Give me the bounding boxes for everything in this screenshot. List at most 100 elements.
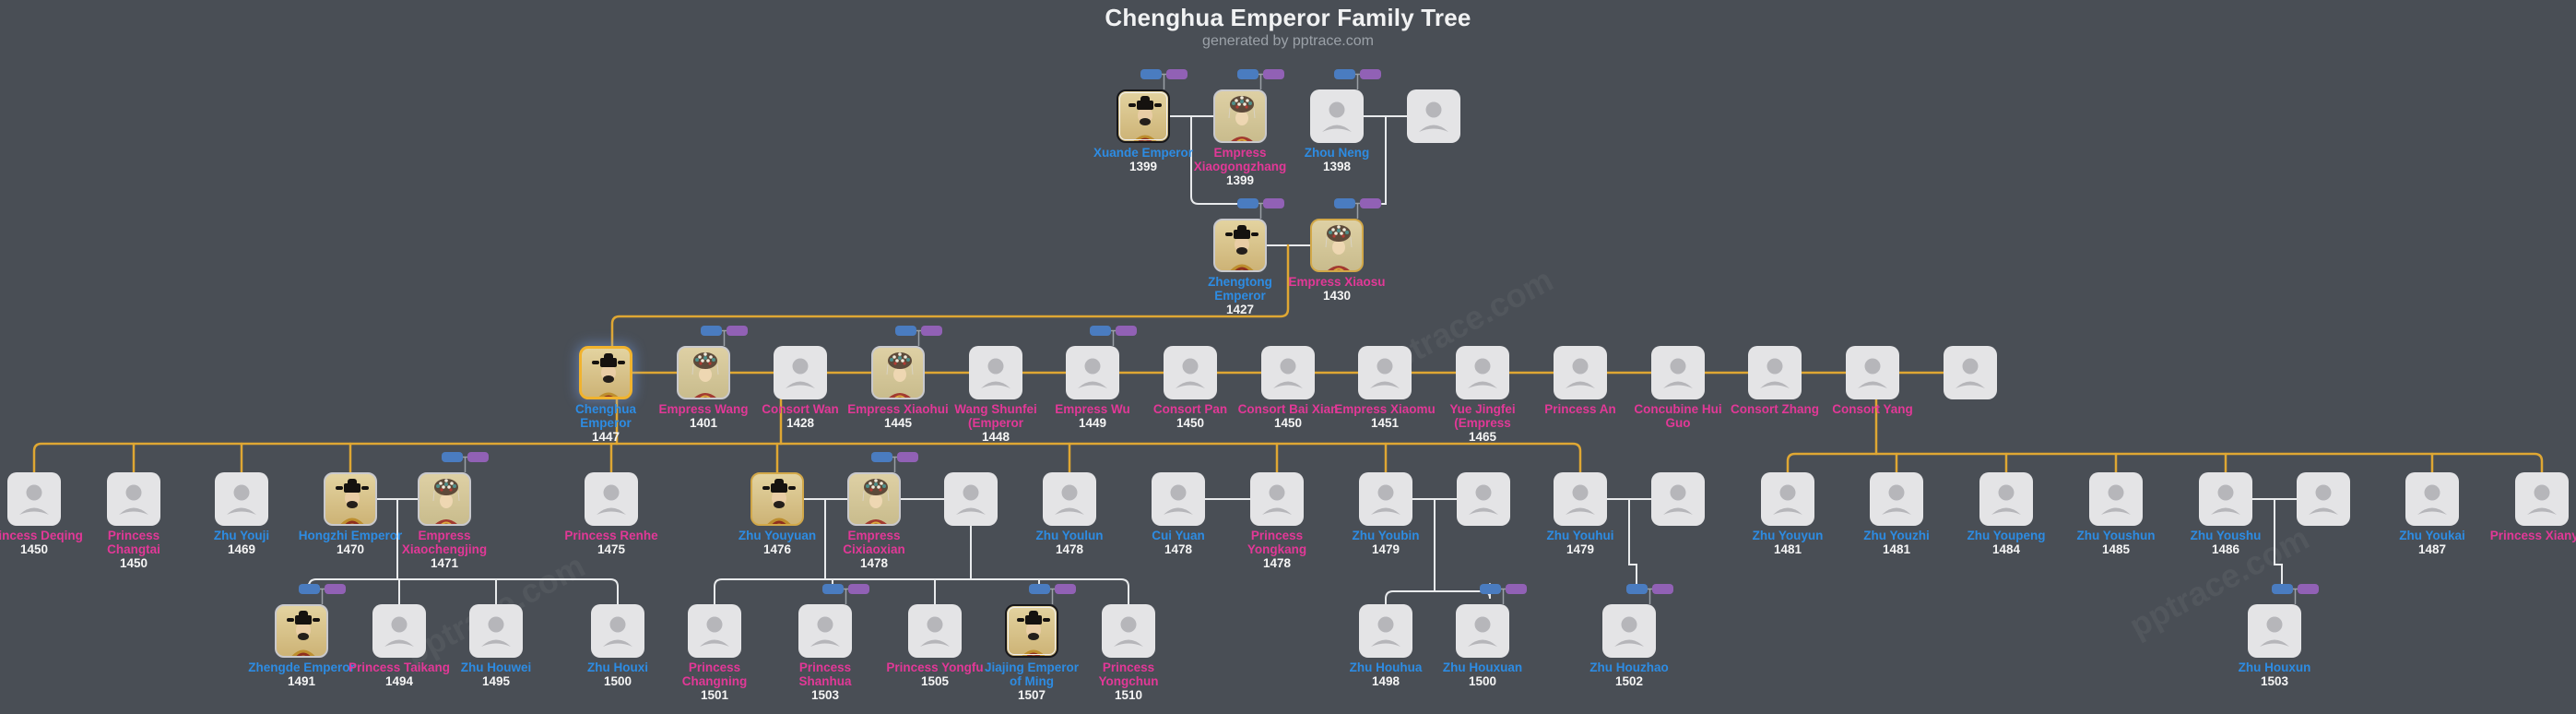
- father-pill[interactable]: [1140, 69, 1162, 79]
- person-node-houhua[interactable]: [1359, 604, 1412, 658]
- father-pill[interactable]: [1237, 69, 1258, 79]
- person-node-yue-jingfei[interactable]: [1456, 346, 1509, 399]
- avatar-placeholder: [1944, 346, 1997, 399]
- collapsed-parents-xiaochengjing: [442, 452, 489, 472]
- person-node-xuande[interactable]: [1117, 89, 1170, 143]
- father-pill[interactable]: [1090, 326, 1111, 336]
- person-node-jiajing[interactable]: [1005, 604, 1058, 658]
- father-pill[interactable]: [1237, 198, 1258, 208]
- person-node-xiaohui[interactable]: [871, 346, 925, 399]
- mother-pill[interactable]: [848, 584, 869, 594]
- person-node-youpeng[interactable]: [1979, 472, 2033, 526]
- person-node-xiaomu[interactable]: [1358, 346, 1412, 399]
- person-node-houxun[interactable]: [2248, 604, 2301, 658]
- person-node-wang-shunfei[interactable]: [969, 346, 1022, 399]
- birth-year: 1469: [227, 542, 256, 556]
- person-node-princess-an[interactable]: [1554, 346, 1607, 399]
- father-pill[interactable]: [442, 452, 463, 462]
- person-node-taikang[interactable]: [372, 604, 426, 658]
- person-node-youji[interactable]: [215, 472, 268, 526]
- father-pill[interactable]: [822, 584, 844, 594]
- person-node-yongchun[interactable]: [1102, 604, 1155, 658]
- mother-pill[interactable]: [897, 452, 918, 462]
- mother-pill[interactable]: [1263, 198, 1284, 208]
- person-node-deqing[interactable]: [7, 472, 61, 526]
- person-node-yongkang[interactable]: [1250, 472, 1304, 526]
- mother-pill[interactable]: [1652, 584, 1673, 594]
- person-node-empress-wang[interactable]: [677, 346, 730, 399]
- person-node-hui-guo[interactable]: [1651, 346, 1705, 399]
- person-node-youhui[interactable]: [1554, 472, 1607, 526]
- person-node-r3-spouse[interactable]: [1944, 346, 1997, 399]
- mother-pill[interactable]: [1166, 69, 1188, 79]
- person-node-zhengde[interactable]: [275, 604, 328, 658]
- person-node-r1-spouse[interactable]: [1407, 89, 1460, 143]
- person-node-consort-wan[interactable]: [774, 346, 827, 399]
- person-node-consort-yang[interactable]: [1846, 346, 1899, 399]
- mother-pill[interactable]: [2298, 584, 2319, 594]
- person-node-zhengtong[interactable]: [1213, 219, 1267, 272]
- father-pill[interactable]: [895, 326, 916, 336]
- person-node-cui-yuan[interactable]: [1152, 472, 1205, 526]
- person-node-r4-sp4[interactable]: [2297, 472, 2350, 526]
- father-pill[interactable]: [1334, 198, 1355, 208]
- mother-pill[interactable]: [325, 584, 346, 594]
- person-node-chenghua[interactable]: [579, 346, 632, 399]
- person-node-hongzhi[interactable]: [324, 472, 377, 526]
- person-node-youkai[interactable]: [2405, 472, 2459, 526]
- mother-pill[interactable]: [1506, 584, 1527, 594]
- person-node-cixiaoxian[interactable]: [847, 472, 901, 526]
- mother-pill[interactable]: [727, 326, 748, 336]
- person-node-youshu[interactable]: [2199, 472, 2252, 526]
- person-node-r4-sp1[interactable]: [944, 472, 998, 526]
- person-node-youbin[interactable]: [1359, 472, 1412, 526]
- pill-stub-line: [1050, 588, 1055, 604]
- person-node-houwei[interactable]: [469, 604, 523, 658]
- mother-pill[interactable]: [467, 452, 489, 462]
- person-node-renhe[interactable]: [585, 472, 638, 526]
- person-node-r4-sp3[interactable]: [1651, 472, 1705, 526]
- person-node-houzhao[interactable]: [1602, 604, 1656, 658]
- mother-pill[interactable]: [1116, 326, 1137, 336]
- mother-pill[interactable]: [1360, 69, 1381, 79]
- person-node-xiaosu[interactable]: [1310, 219, 1364, 272]
- person-node-youyuan[interactable]: [750, 472, 804, 526]
- person-node-xiaogongzhang[interactable]: [1213, 89, 1267, 143]
- person-node-youshun[interactable]: [2089, 472, 2143, 526]
- mother-pill[interactable]: [1263, 69, 1284, 79]
- person-node-empress-wu[interactable]: [1066, 346, 1119, 399]
- father-pill[interactable]: [1480, 584, 1501, 594]
- mother-pill[interactable]: [921, 326, 942, 336]
- person-node-changning[interactable]: [688, 604, 741, 658]
- person-node-xianyou[interactable]: [2515, 472, 2569, 526]
- person-node-r4-sp2[interactable]: [1457, 472, 1510, 526]
- person-node-consort-zhang[interactable]: [1748, 346, 1802, 399]
- father-pill[interactable]: [2272, 584, 2293, 594]
- father-pill[interactable]: [1029, 584, 1050, 594]
- father-pill[interactable]: [299, 584, 320, 594]
- person-node-changtai[interactable]: [107, 472, 160, 526]
- father-pill[interactable]: [701, 326, 722, 336]
- person-node-houxi[interactable]: [591, 604, 644, 658]
- person-node-xiaochengjing[interactable]: [418, 472, 471, 526]
- person-node-shanhua[interactable]: [798, 604, 852, 658]
- person-node-youlun[interactable]: [1043, 472, 1096, 526]
- person-node-youyun[interactable]: [1761, 472, 1814, 526]
- person-node-houxuan[interactable]: [1456, 604, 1509, 658]
- avatar-placeholder: [1456, 604, 1509, 658]
- person-node-zhou-neng[interactable]: [1310, 89, 1364, 143]
- mother-pill[interactable]: [1055, 584, 1076, 594]
- father-pill[interactable]: [1626, 584, 1648, 594]
- father-pill[interactable]: [1334, 69, 1355, 79]
- mother-pill[interactable]: [1360, 198, 1381, 208]
- person-node-youzhi[interactable]: [1870, 472, 1923, 526]
- person-node-yongfu[interactable]: [908, 604, 962, 658]
- person-node-consort-pan[interactable]: [1164, 346, 1217, 399]
- person-silhouette-icon: [119, 484, 148, 515]
- person-node-bai-xian[interactable]: [1261, 346, 1315, 399]
- father-pill[interactable]: [871, 452, 892, 462]
